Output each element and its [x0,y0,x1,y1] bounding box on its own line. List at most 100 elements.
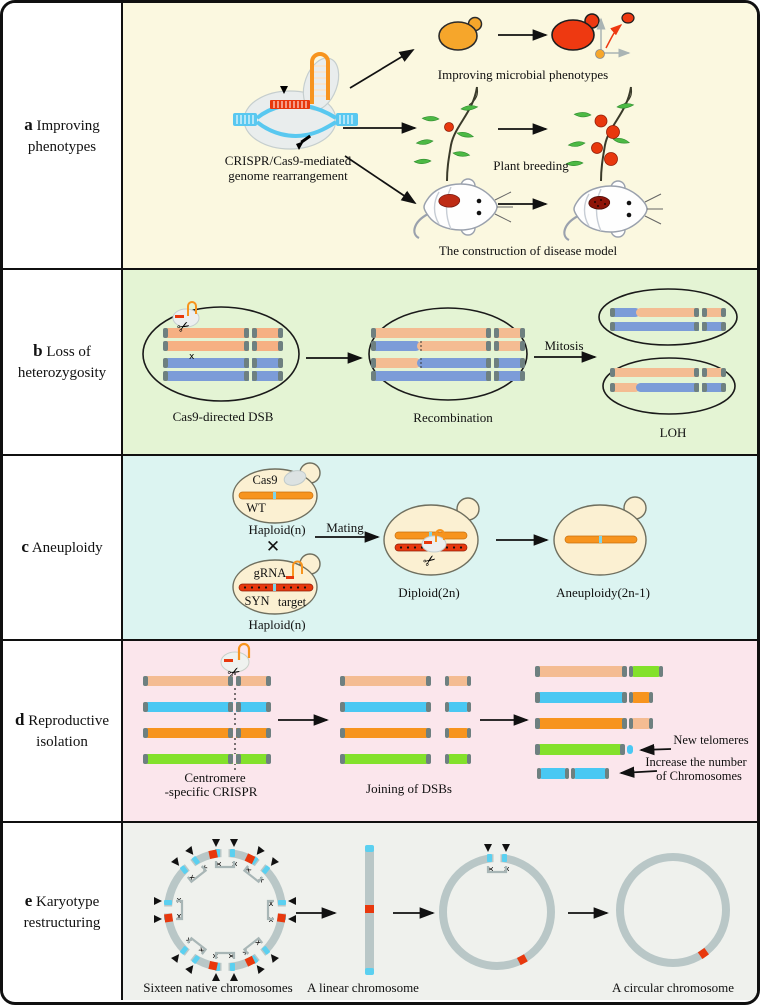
growth-plot-icon [595,12,635,59]
caption-crispr-line2: genome rearrangement [228,168,348,183]
healthy-liver [438,194,461,208]
arrow-to-microbial [349,49,415,89]
row-b: b Loss of heterozygosity [3,268,757,454]
panel-c: ✂ Cas9 WT Haploid(n) ✕ gRNA SYN target H… [123,456,757,639]
yeast-cell-red [551,13,600,51]
caption-target: target [277,595,307,609]
row-c: c Aneuploidy [3,454,757,639]
caption-haploid-bottom: Haploid(n) [248,617,306,632]
dsb-fragments [340,676,471,764]
row-a-letter: a [24,114,33,134]
cas9-protein-blob [283,470,307,486]
panel-e-drawing: x x [152,837,730,983]
tomato-plant-after [565,86,635,182]
row-d-letter: d [14,710,25,730]
tomato-plant-before [413,86,479,182]
row-e-label-text: e Karyotype restructuring [3,890,121,933]
row-d-label: d Reproductive isolation [3,641,123,821]
panel-e: x x [123,823,757,1000]
opening-circular-chromosome [439,842,555,970]
caption-increase-line1: Increase the number [645,755,747,769]
recomb-chromosome-2 [371,341,525,351]
row-c-title: Aneuploidy [31,540,103,557]
row-a-title: Improving phenotypes [27,117,100,155]
circular-chromosome [616,853,730,967]
panel-a: CRISPR/Cas9-mediated genome rearrangemen… [123,3,757,268]
caption-joining: Joining of DSBs [366,781,452,796]
arrow-to-mouse [344,155,417,205]
yeast-diploid: ✂ [383,497,480,576]
row-d-title: Reproductive isolation [28,713,110,751]
caption-grna: gRNA [253,566,287,580]
caption-haploid-top: Haploid(n) [248,522,306,537]
panel-c-drawing: ✂ [232,462,647,615]
recomb-chromosome-4 [371,371,525,381]
caption-loh: LOH [659,425,687,440]
linear-chromosome [365,845,374,975]
row-a-label-text: a Improving phenotypes [3,114,121,157]
row-a: a Improving phenotypes [3,3,757,268]
caption-disease-model: The construction of disease model [438,243,618,258]
new-telomere-tick [627,745,633,754]
row-d: d Reproductive isolation ✂ [3,639,757,821]
caption-diploid: Diploid(2n) [398,585,460,600]
caption-new-telomeres: New telomeres [673,733,749,747]
chromosome-orange-1 [163,328,283,338]
row-e-label: e Karyotype restructuring [3,823,123,1000]
cell-loh-top [598,288,738,346]
rejoined-chromosomes [535,666,663,779]
caption-recombination: Recombination [413,410,493,425]
diseased-liver [588,196,611,210]
cell-loh-bottom [602,357,736,415]
caption-wt: WT [246,501,266,515]
yeast-cell-orange [438,16,483,51]
sixteen-chromosome-ring [152,837,298,983]
recomb-chromosome-3 [371,358,525,368]
row-d-label-text: d Reproductive isolation [3,709,121,752]
arrow-increase [619,766,658,778]
recomb-chromosome-1 [371,328,525,338]
grna-hairpin-icon [292,560,303,578]
row-e-letter: e [24,890,33,910]
caption-crispr-line1: CRISPR/Cas9-mediated [224,153,352,168]
row-c-label-text: c Aneuploidy [14,536,109,559]
panel-b: ✂ x [123,270,757,454]
caption-cas9: Cas9 [252,473,278,487]
mouse-healthy-liver [413,178,513,239]
row-e: e Karyotype restructuring x x [3,821,757,1000]
caption-centromere-line2: -specific CRISPR [164,784,258,799]
caption-linear: A linear chromosome [307,980,419,995]
caption-mitosis: Mitosis [544,338,584,353]
yeast-aneuploid [553,496,647,576]
yeast-syn-haploid [232,553,321,615]
caption-microbial: Improving microbial phenotypes [437,67,609,82]
row-b-label-text: b Loss of heterozygosity [3,340,121,383]
cell-cas9-dsb: ✂ x [142,301,300,402]
panel-d-drawing: ✂ [143,642,672,779]
row-c-letter: c [21,537,29,557]
row-a-label: a Improving phenotypes [3,3,123,268]
mouse-diseased-liver [563,180,663,241]
arrow-new-telomeres [639,743,672,756]
row-c-label: c Aneuploidy [3,456,123,639]
panel-d: ✂ [123,641,757,821]
caption-centromere-line1: Centromere [184,770,246,785]
caption-cas9-dsb: Cas9-directed DSB [172,409,274,424]
crispr-cas9-complex-icon [233,52,358,150]
row-b-label: b Loss of heterozygosity [3,270,123,454]
caption-mating: Mating [326,520,364,535]
chromosome-blue-1 [163,358,283,368]
caption-syn: SYN [244,594,270,608]
chromosome-orange-2 [163,341,283,351]
native-chromosomes [143,676,271,764]
caption-circular: A circular chromosome [611,980,735,995]
cut-x-mark: x [189,352,195,362]
row-e-title: Karyotype restructuring [23,893,101,931]
caption-plant-breeding: Plant breeding [493,158,569,173]
row-b-title: Loss of heterozygosity [17,344,107,382]
yeast-wt-haploid [232,462,321,524]
cas9-scissors-icon: ✂ [172,301,200,338]
caption-sixteen: Sixteen native chromosomes [143,980,293,995]
cell-recombination [368,307,528,401]
